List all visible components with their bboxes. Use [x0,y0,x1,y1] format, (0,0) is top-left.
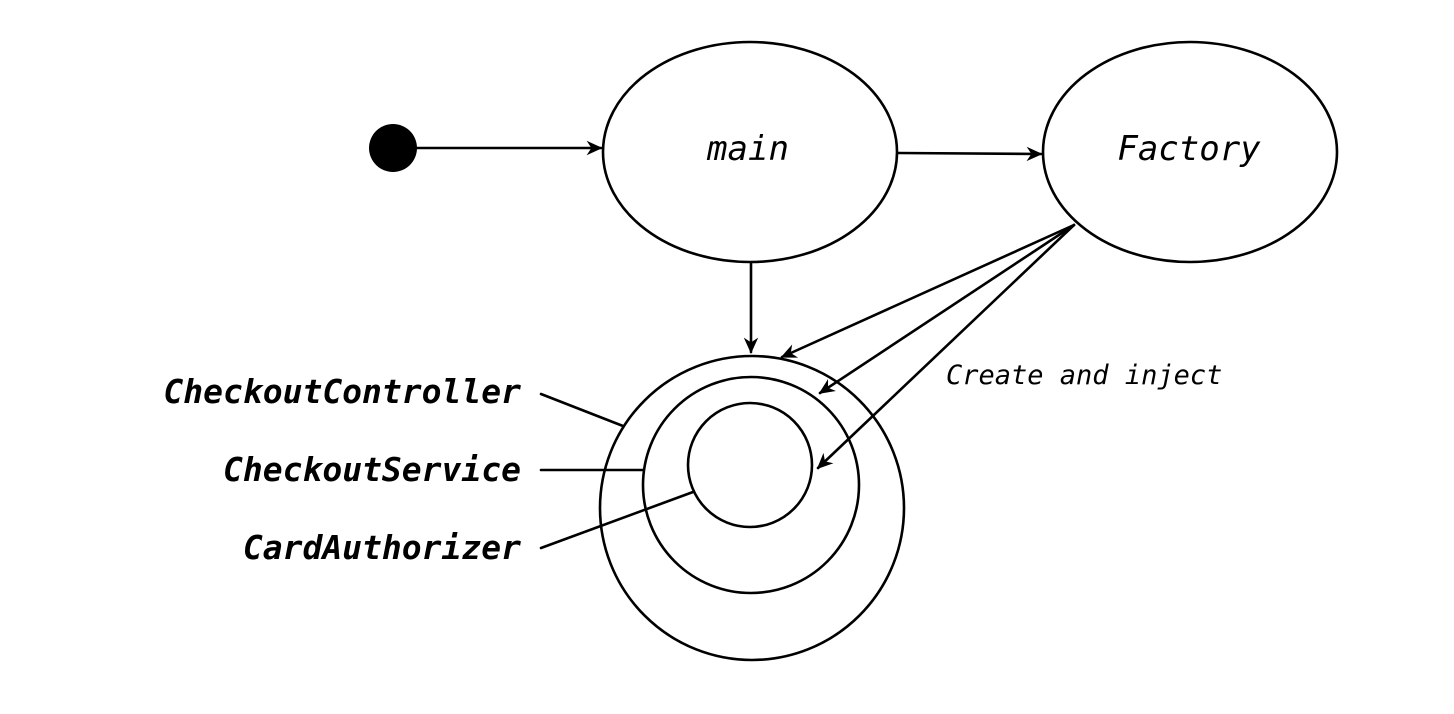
authorizer-leader-line [539,490,695,550]
main-node-label: main [706,129,789,169]
main-node: main [601,40,899,264]
edge-main-to-factory [896,146,1043,162]
card-authorizer-circle [686,401,814,529]
edge-factory-to-service [818,223,1076,395]
checkout-controller-label: CheckoutController [163,372,521,411]
start-node [369,124,417,172]
checkout-service-label: CheckoutService [223,450,521,489]
factory-node-label: Factory [1117,129,1261,169]
checkout-service-circle [641,375,861,595]
checkout-controller-circle [598,354,906,662]
card-authorizer-label: CardAuthorizer [243,528,521,567]
controller-leader-line [539,392,625,428]
create-and-inject-label: Create and inject [946,360,1222,391]
edge-factory-to-authorizer [816,223,1076,470]
factory-node: Factory [1041,40,1339,264]
edge-factory-to-controller [780,223,1076,359]
